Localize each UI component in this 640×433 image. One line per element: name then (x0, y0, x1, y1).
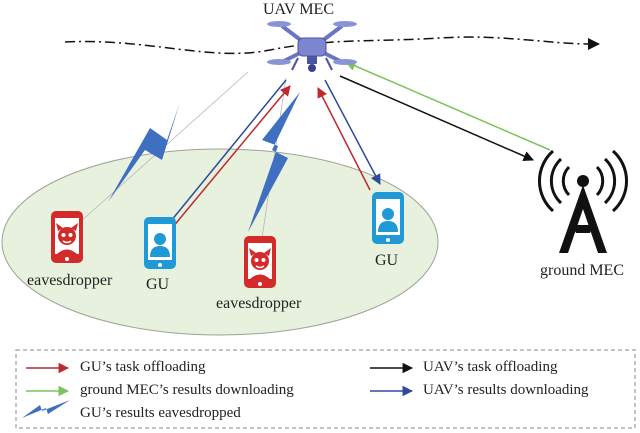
legend-box (15, 349, 636, 429)
uav-label: UAV MEC (263, 1, 334, 18)
legend-gu-results-eavesdropped: GU’s results eavesdropped (80, 405, 241, 421)
gu-right-download-arrow (324, 79, 381, 185)
uav-to-eavesdropper-left-line (59, 71, 249, 241)
gu-right-offload-arrow (317, 87, 371, 191)
ground-mec-label: ground MEC (540, 262, 624, 279)
eavesdropper-left-phone-icon (51, 211, 83, 263)
gu-left-phone-icon (144, 217, 176, 269)
eavesdrop-lightning-center-icon (248, 92, 300, 232)
gu-left-label: GU (146, 276, 170, 293)
uav-trajectory (64, 36, 591, 55)
gu-left-download-arrow (161, 79, 287, 233)
ground-results-downloading-arrow (345, 60, 551, 151)
legend-ground-results-downloading: ground MEC’s results downloading (80, 382, 294, 398)
trajectory-arrow-icon (588, 38, 600, 50)
legend-gu-task-offloading: GU’s task offloading (80, 359, 206, 375)
uav-drone-icon (267, 21, 357, 72)
gu-right-phone-icon (372, 192, 404, 244)
ground-mec-tower-icon (538, 149, 628, 253)
eavesdropper-center-phone-icon (244, 236, 276, 288)
gu-right-label: GU (375, 252, 399, 269)
legend-uav-results-downloading: UAV’s results downloading (423, 382, 589, 398)
coverage-area (1, 148, 439, 336)
eavesdropper-center-label: eavesdropper (216, 295, 302, 312)
legend-lightning-icon (22, 400, 70, 418)
legend-uav-task-offloading: UAV’s task offloading (423, 359, 558, 375)
eavesdropper-left-label: eavesdropper (27, 272, 113, 289)
uav-task-offloading-arrow (339, 75, 534, 162)
gu-left-offload-arrow (171, 85, 291, 229)
